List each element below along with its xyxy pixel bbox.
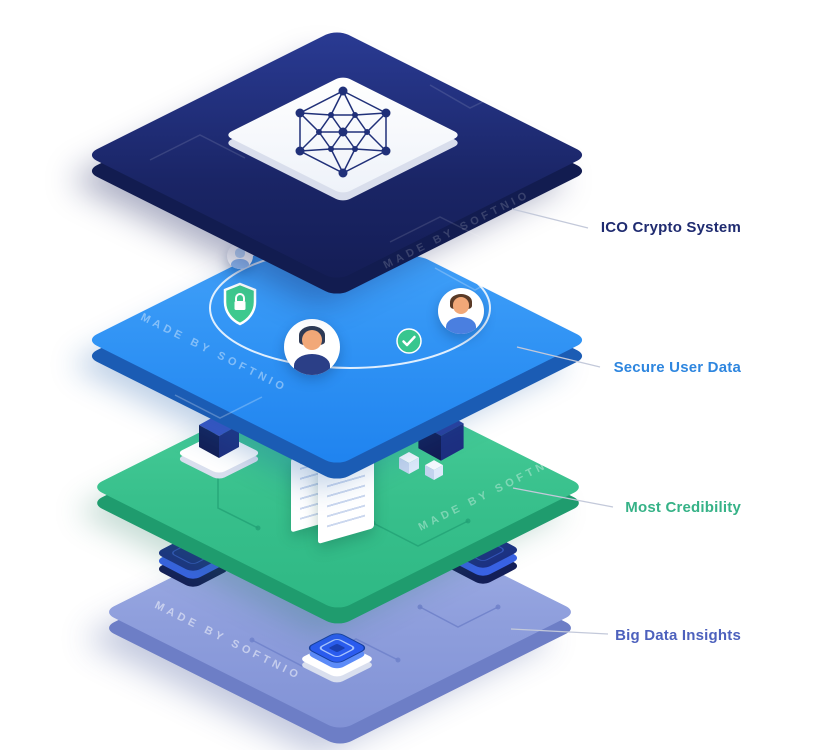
user-avatar-left (284, 319, 340, 375)
user-avatar-right (438, 288, 484, 334)
label-big-data-insights: Big Data Insights (615, 627, 741, 644)
label-secure-user-data: Secure User Data (613, 359, 741, 376)
label-most-credibility: Most Credibility (625, 499, 741, 516)
label-ico-crypto-system: ICO Crypto System (600, 219, 741, 236)
